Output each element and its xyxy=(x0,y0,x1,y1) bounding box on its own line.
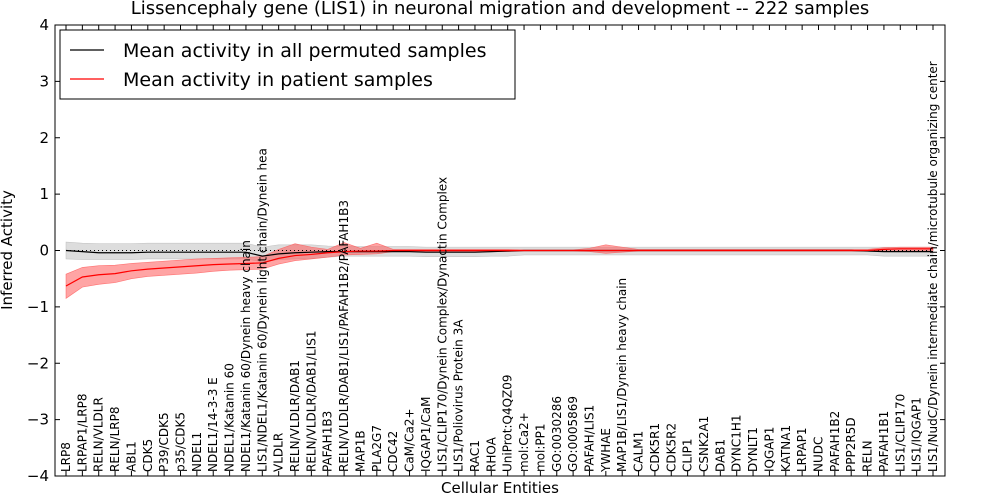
category-label: p35/CDK5 xyxy=(174,412,188,472)
category-label: DAB1 xyxy=(713,439,727,472)
category-label: UniProt:Q4QZ09 xyxy=(501,374,515,472)
y-tick-label: −1 xyxy=(27,298,49,316)
category-label: DYNLT1 xyxy=(746,427,760,472)
category-label: IQGAP1/CaM xyxy=(419,397,433,473)
y-tick-label: −3 xyxy=(27,411,49,429)
category-label: LIS1/CLIP170/Dynein Complex/Dynactin Com… xyxy=(435,177,449,472)
category-label: RELN/VLDLR/DAB1/LIS1 xyxy=(304,331,318,472)
y-tick-label: −2 xyxy=(27,354,49,372)
category-label: DYNC1H1 xyxy=(730,414,744,472)
category-label: NDEL1/14-3-3 E xyxy=(206,377,220,472)
category-label: RELN/VLDLR/DAB1/LIS1/PAFAH1B2/PAFAH1B3 xyxy=(337,200,351,472)
category-label: PAFAH1B1 xyxy=(877,411,891,472)
category-label: NDEL1/Katanin 60 xyxy=(223,363,237,472)
category-label: NDEL1/Katanin 60/Dynein heavy chain xyxy=(239,240,253,472)
category-label: RELN/VLDLR xyxy=(92,397,106,472)
category-label: LRP8 xyxy=(59,442,73,472)
category-label: NUDC xyxy=(811,437,825,472)
axis-ticks: −4 −3 −2 −1 0 1 2 3 4 xyxy=(27,16,945,485)
y-tick-label: −4 xyxy=(27,467,49,485)
category-label: YWHAE xyxy=(599,428,613,473)
category-label: CDK5R1 xyxy=(648,423,662,472)
legend: Mean activity in all permuted samples Me… xyxy=(59,29,516,100)
category-label: PPP2R5D xyxy=(844,417,858,472)
x-axis-title: Cellular Entities xyxy=(441,479,559,497)
category-label: RAC1 xyxy=(468,440,482,472)
category-label: PAFAH1B3 xyxy=(321,411,335,472)
category-label: CDK5 xyxy=(141,439,155,472)
legend-label-permuted: Mean activity in all permuted samples xyxy=(123,40,486,62)
category-label: CLIP1 xyxy=(681,439,695,472)
category-label: CaM/Ca2+ xyxy=(403,408,417,472)
y-tick-label: 2 xyxy=(39,129,49,147)
category-label: PAFAH1B2 xyxy=(828,411,842,472)
category-label: mol:PP1 xyxy=(533,423,547,472)
chart-title: Lissencephaly gene (LIS1) in neuronal mi… xyxy=(131,0,870,19)
category-label: RHOA xyxy=(484,436,498,472)
category-label: LIS1/NudC/Dynein intermediate chain/micr… xyxy=(926,61,940,472)
category-label: PLA2G7 xyxy=(370,425,384,472)
y-tick-label: 4 xyxy=(39,16,49,34)
category-label: LIS1/Poliovirus Protein 3A xyxy=(452,319,466,472)
category-label: LRPAP1 xyxy=(795,427,809,472)
category-label: VLDLR xyxy=(272,433,286,472)
category-label: LIS1/NDEL1/Katanin 60/Dynein light chain… xyxy=(255,148,269,472)
category-label: LRPAP1/LRP8 xyxy=(75,393,89,472)
category-label: mol:Ca2+ xyxy=(517,412,531,472)
series-lines xyxy=(65,248,933,287)
y-tick-label: 3 xyxy=(39,72,49,90)
category-label: CDC42 xyxy=(386,431,400,472)
patient-mean-line xyxy=(65,248,933,287)
category-label: MAP1B xyxy=(353,430,367,472)
category-label: P39/CDK5 xyxy=(157,412,171,472)
category-label: PAFAH/LIS1 xyxy=(582,405,596,472)
category-label: NDEL1 xyxy=(190,432,204,472)
category-label: RELN/VLDLR/DAB1 xyxy=(288,360,302,472)
legend-box xyxy=(59,29,516,100)
patient-band xyxy=(65,242,934,299)
category-label: KATNA1 xyxy=(779,425,793,472)
plot-frame xyxy=(54,24,946,477)
y-axis-title: Inferred Activity xyxy=(0,190,16,310)
category-label: MAP1B/LIS1/Dynein heavy chain xyxy=(615,278,629,472)
category-label: CSNK2A1 xyxy=(697,416,711,472)
y-tick-label: 1 xyxy=(39,185,49,203)
category-label: GO:0030286 xyxy=(550,396,564,472)
category-label: CALM1 xyxy=(632,431,646,472)
category-label: RELN xyxy=(861,440,875,472)
category-label: CDK5R2 xyxy=(664,423,678,472)
category-label: IQGAP1 xyxy=(762,427,776,472)
category-label: GO:0005869 xyxy=(566,396,580,472)
category-label: ABL1 xyxy=(124,441,138,472)
category-label: RELN/LRP8 xyxy=(108,406,122,472)
category-label: LIS1/IQGAP1 xyxy=(910,397,924,472)
legend-label-patient: Mean activity in patient samples xyxy=(123,69,433,91)
y-tick-label: 0 xyxy=(39,242,49,260)
category-label: LIS1/CLIP170 xyxy=(893,394,907,472)
